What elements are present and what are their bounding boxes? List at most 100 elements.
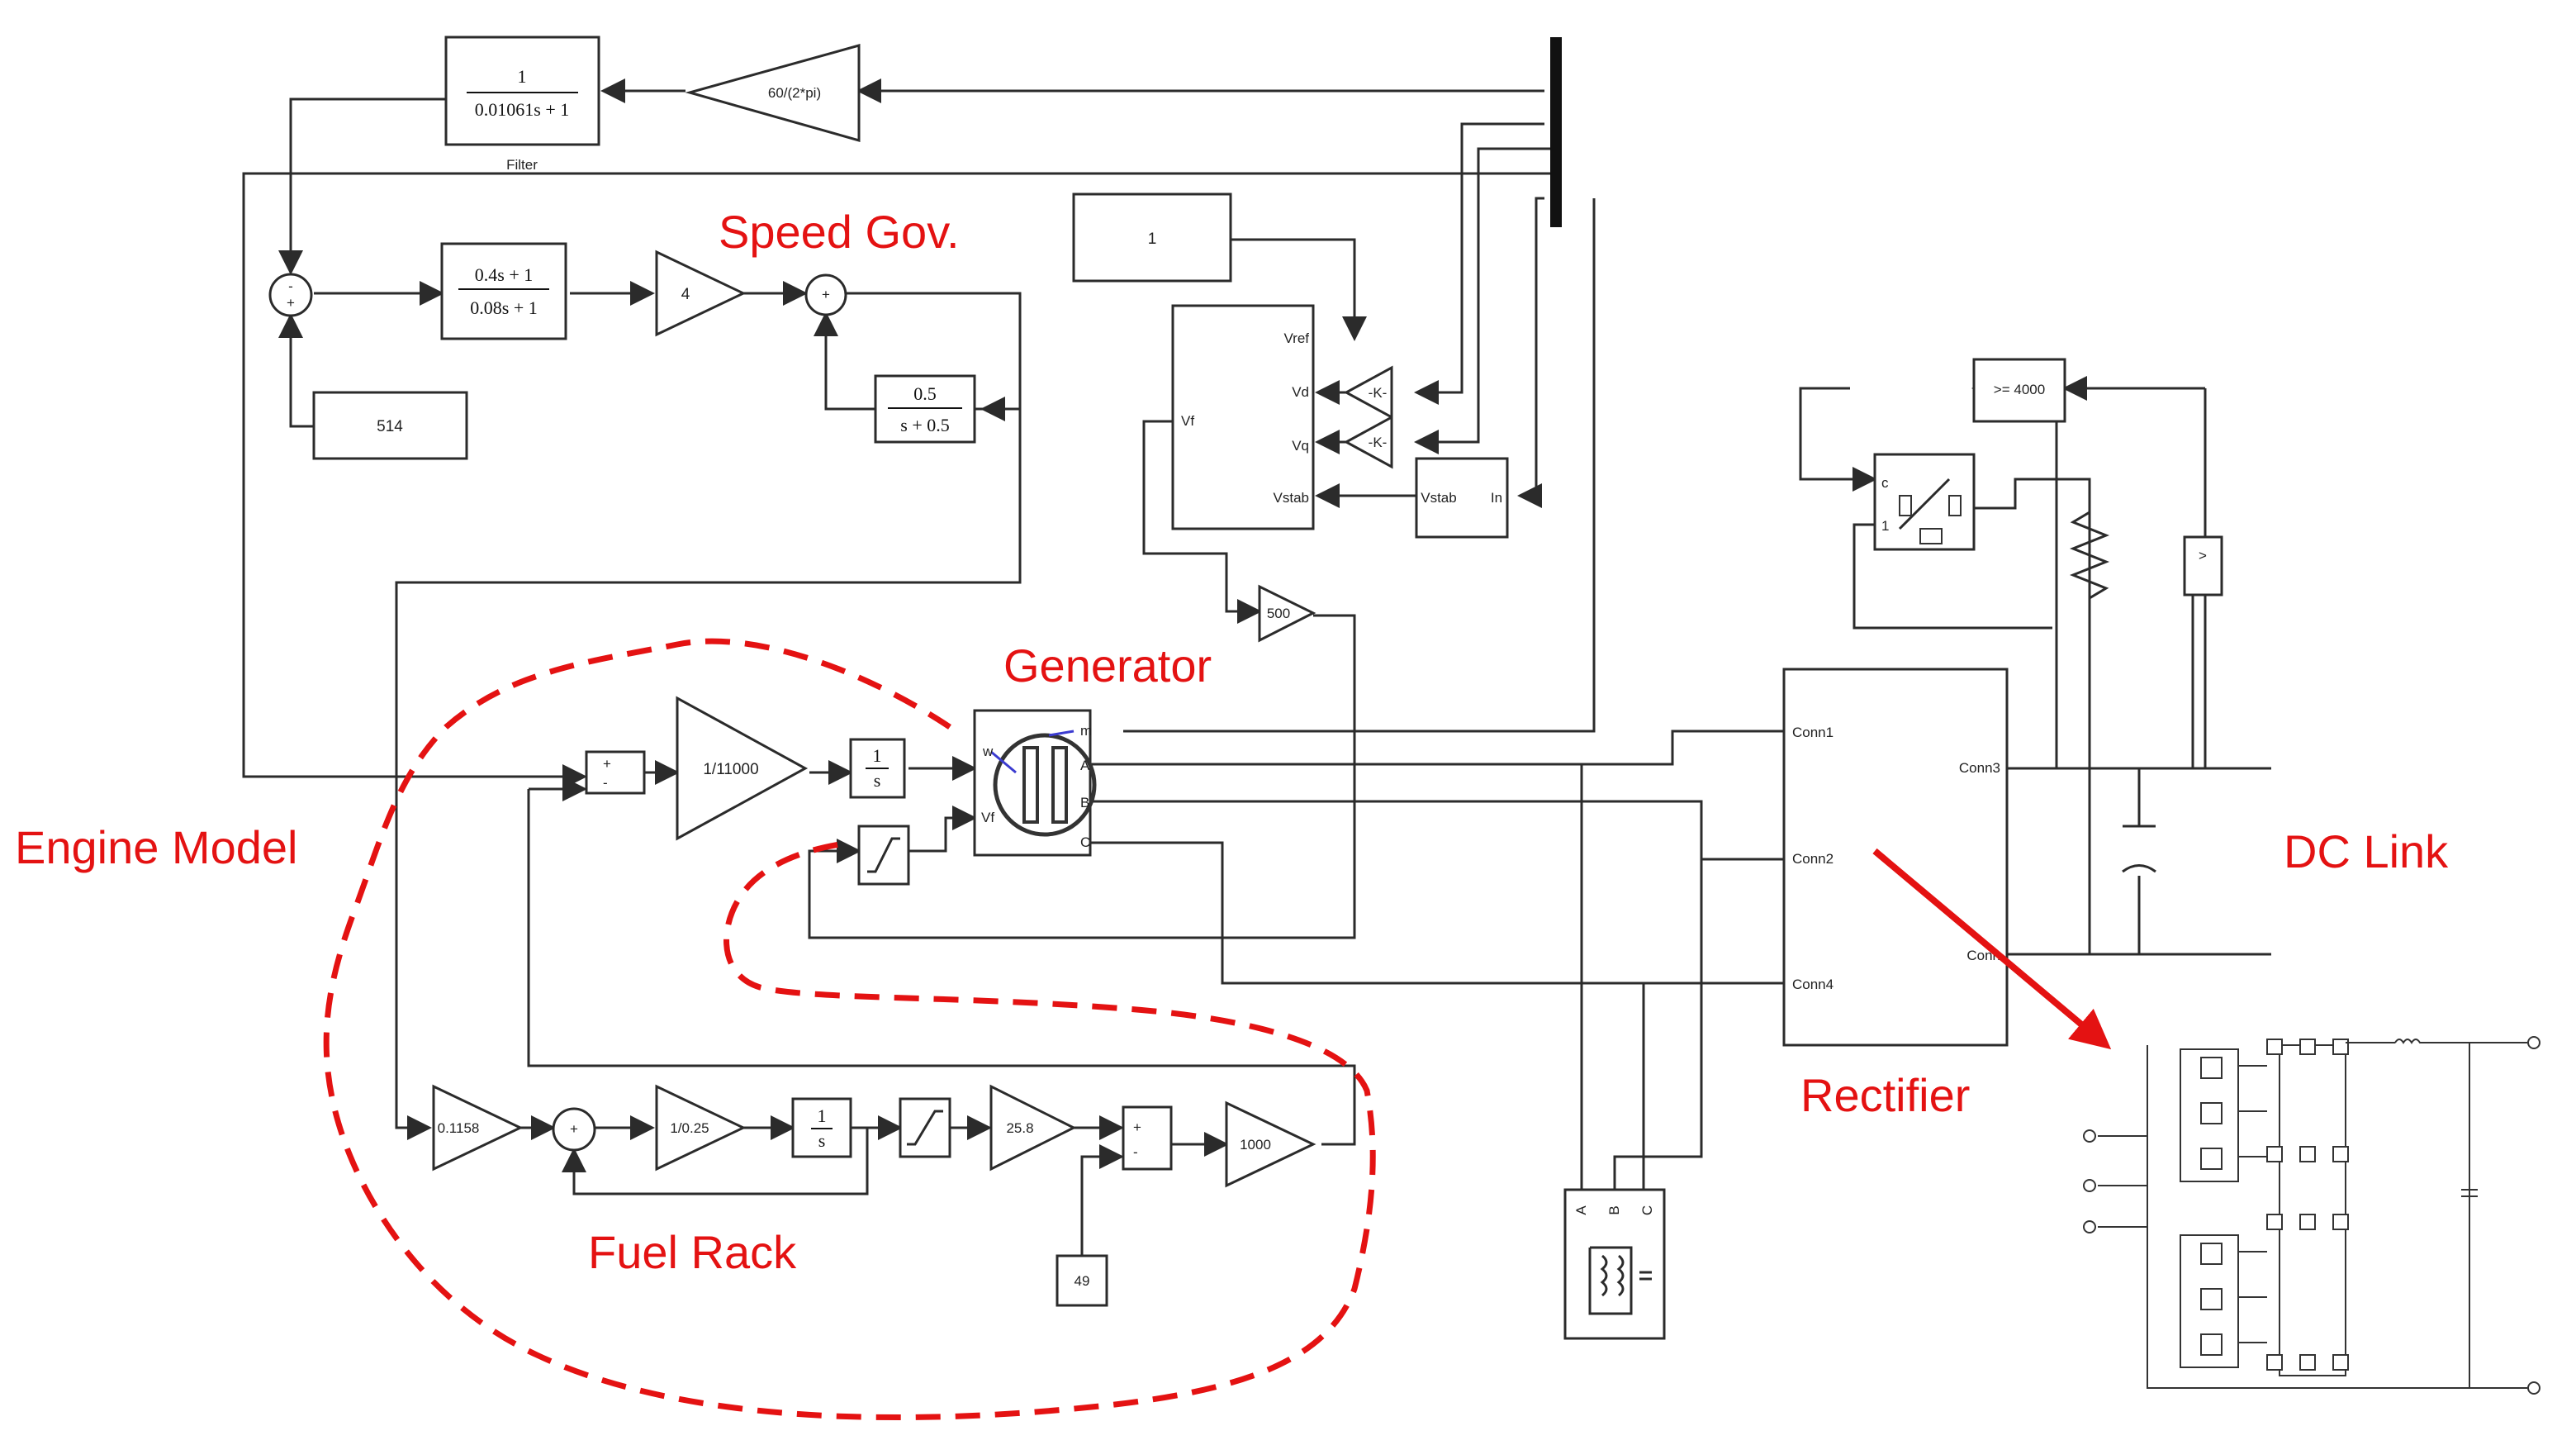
fuel-integrator-num: 1 — [818, 1105, 827, 1126]
k-gain-vq[interactable]: -K- — [1343, 415, 1393, 469]
gain-4-block[interactable]: 4 — [655, 250, 747, 337]
gain-500-label: 500 — [1267, 606, 1290, 621]
svg-text:+: + — [603, 756, 611, 772]
integ-denominator: s + 0.5 — [900, 415, 949, 435]
fuel-integrator-den: s — [818, 1130, 826, 1151]
gain-258-block[interactable]: 25.8 — [989, 1084, 1077, 1172]
generator-label: Generator — [1003, 639, 1212, 692]
k-gain-vd-label: -K- — [1369, 385, 1388, 401]
generator-c-port: C — [1080, 834, 1090, 850]
gain-01158-label: 0.1158 — [438, 1120, 480, 1136]
lead-denominator: 0.08s + 1 — [470, 297, 537, 318]
gain-258-label: 25.8 — [1006, 1120, 1033, 1136]
fuel-sum[interactable]: + — [552, 1107, 596, 1152]
rectifier-conn2: Conn2 — [1792, 851, 1834, 867]
gain-1000-label: 1000 — [1240, 1137, 1271, 1153]
exciter-vf-port: Vf — [1181, 413, 1194, 429]
svg-text:+: + — [1133, 1119, 1141, 1135]
svg-text:-: - — [603, 775, 608, 791]
three-phase-load[interactable]: A B C — [1563, 1188, 1666, 1340]
speed-integrator[interactable]: 1 s — [849, 738, 906, 799]
const-514-label: 514 — [377, 418, 403, 435]
gain-1000-block[interactable]: 1000 — [1225, 1100, 1316, 1188]
rpm-gain-label: 60/(2*pi) — [768, 85, 821, 101]
svg-text:+: + — [570, 1121, 578, 1137]
lead-numerator: 0.4s + 1 — [475, 264, 533, 285]
dc-link-label: DC Link — [2284, 825, 2449, 877]
filter-block[interactable]: 1 0.01061s + 1 Filter — [444, 36, 600, 173]
exciter-block[interactable]: Vref Vd Vq Vstab Vf — [1171, 304, 1315, 530]
engine-model-label: Engine Model — [15, 821, 297, 873]
switch-1-port: 1 — [1881, 518, 1889, 534]
fuel-rack-label: Fuel Rack — [588, 1226, 797, 1278]
integ-numerator: 0.5 — [913, 383, 937, 404]
filter-numerator: 1 — [518, 66, 527, 87]
svg-text:+: + — [822, 287, 830, 302]
lead-lag-block[interactable]: 0.4s + 1 0.08s + 1 — [440, 242, 567, 340]
exciter-vd-port: Vd — [1292, 384, 1309, 400]
rectifier-label: Rectifier — [1800, 1069, 1970, 1121]
load-a-port: A — [1573, 1205, 1589, 1215]
generator-b-port: B — [1080, 795, 1089, 810]
speed-gov-label: Speed Gov. — [719, 206, 960, 258]
fuel-diff[interactable]: + - — [1122, 1105, 1173, 1171]
const-49-block[interactable]: 49 — [1056, 1254, 1108, 1307]
generator-a-port: A — [1080, 758, 1090, 773]
load-b-port: B — [1606, 1205, 1622, 1214]
gain-025-label: 1/0.25 — [670, 1120, 709, 1136]
inertia-gain-block[interactable]: 1/11000 — [676, 696, 809, 841]
engine-model-outline — [323, 638, 1376, 1421]
vstab-block[interactable]: Vstab In — [1415, 457, 1509, 539]
generator-m-port: m — [1080, 723, 1092, 739]
exciter-vstab-port: Vstab — [1274, 490, 1309, 506]
load-c-port: C — [1639, 1205, 1655, 1215]
rpm-gain-block[interactable]: 60/(2*pi) — [685, 44, 861, 142]
saturation-block[interactable] — [857, 825, 910, 886]
compare-gt-block[interactable]: > — [2183, 535, 2223, 597]
exciter-vq-port: Vq — [1292, 438, 1309, 454]
rectifier-block[interactable]: Conn1 Conn2 Conn4 Conn3 Conn — [1782, 668, 2009, 1047]
filter-label: Filter — [506, 157, 538, 173]
rectifier-conn1: Conn1 — [1792, 725, 1834, 740]
svg-text:-: - — [288, 278, 293, 294]
filter-denominator: 0.01061s + 1 — [475, 99, 569, 120]
k-gain-vd[interactable]: -K- — [1343, 365, 1393, 420]
gain-500-block[interactable]: 500 — [1258, 584, 1316, 643]
compare-gt-label: > — [2199, 548, 2207, 563]
rectifier-conn4: Conn4 — [1792, 977, 1834, 992]
governor-sum[interactable]: + — [804, 273, 847, 316]
breaker-switch[interactable]: c 1 — [1873, 453, 1976, 551]
fuel-integrator[interactable]: 1 s — [791, 1097, 852, 1158]
integrator-tf-block[interactable]: 0.5 s + 0.5 — [874, 374, 976, 444]
fuel-saturation[interactable] — [899, 1097, 951, 1158]
const-514-block[interactable]: 514 — [312, 391, 468, 460]
rectifier-arrow — [1872, 848, 2112, 1050]
speed-sum[interactable]: - + — [268, 273, 313, 317]
svg-text:-: - — [1133, 1144, 1138, 1160]
generator-vf-port: Vf — [981, 810, 994, 825]
vstab-block-label: Vstab — [1421, 490, 1456, 506]
const-1-block[interactable]: 1 — [1072, 193, 1232, 283]
inertia-gain-label: 1/11000 — [703, 761, 758, 778]
engine-sum[interactable]: + - — [585, 750, 646, 795]
generator-w-port: w — [982, 744, 994, 759]
gain-025-block[interactable]: 1/0.25 — [655, 1084, 747, 1172]
svg-text:+: + — [287, 295, 295, 311]
speed-integrator-den: s — [874, 770, 881, 791]
switch-c-port: c — [1881, 475, 1889, 491]
bus-bar — [1550, 37, 1562, 227]
const-1-label: 1 — [1148, 231, 1157, 248]
rectifier-conn3: Conn3 — [1959, 760, 2000, 776]
compare-4000-block[interactable]: >= 4000 — [1972, 358, 2066, 423]
bridge-schematic-inset — [2083, 1036, 2540, 1395]
gain-4-label: 4 — [681, 286, 690, 303]
generator-block[interactable]: w Vf m A B C — [973, 709, 1097, 857]
k-gain-vq-label: -K- — [1369, 435, 1388, 450]
vstab-in-port: In — [1491, 490, 1502, 506]
exciter-vref-port: Vref — [1283, 330, 1309, 346]
const-49-label: 49 — [1075, 1273, 1090, 1289]
speed-integrator-num: 1 — [873, 745, 882, 766]
dump-resistor — [2069, 479, 2110, 628]
gain-01158-block[interactable]: 0.1158 — [432, 1084, 524, 1172]
